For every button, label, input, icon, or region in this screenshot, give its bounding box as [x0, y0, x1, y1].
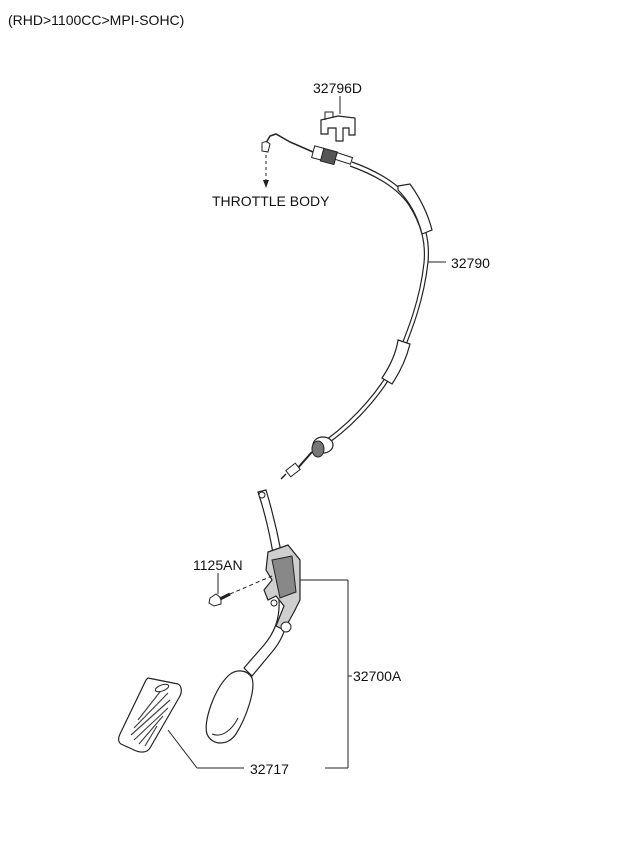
bolt-1125an	[208, 573, 273, 607]
leader-lines	[167, 579, 352, 769]
throttle-cable-end	[261, 133, 314, 188]
label-throttle-body: THROTTLE BODY	[212, 193, 330, 209]
label-32717: 32717	[250, 761, 289, 777]
label-32790: 32790	[451, 255, 490, 271]
label-32796d: 32796D	[313, 80, 363, 96]
accelerator-cable-32790	[280, 145, 446, 480]
label-32700a: 32700A	[353, 668, 402, 684]
pedal-assembly-32700a	[205, 489, 301, 744]
bracket-32796d	[320, 96, 356, 142]
pedal-pad-32717	[118, 677, 182, 753]
variant-header: (RHD>1100CC>MPI-SOHC)	[8, 12, 185, 28]
label-1125an: 1125AN	[193, 557, 243, 573]
